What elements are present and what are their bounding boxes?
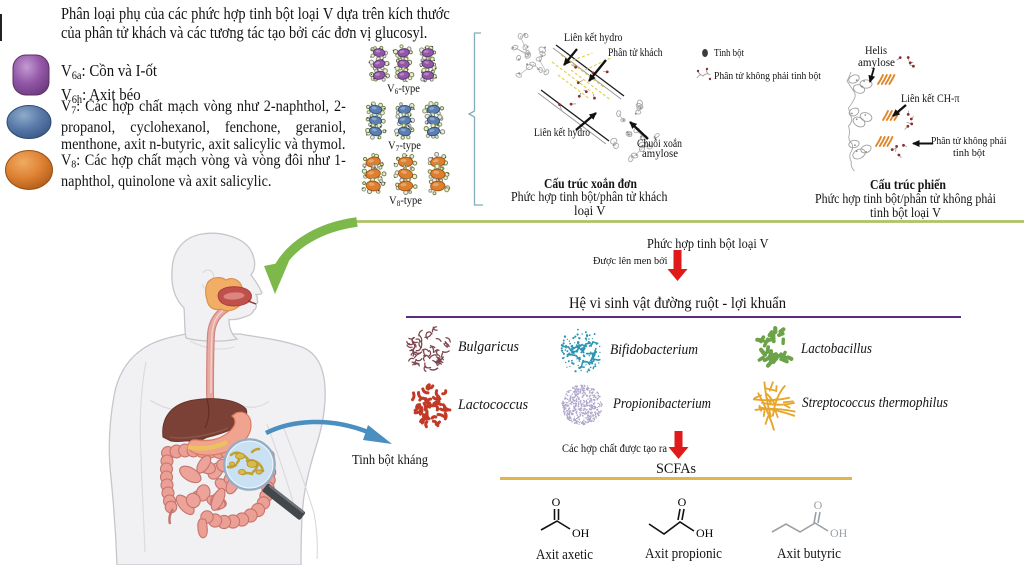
svg-text:OH: OH	[572, 526, 590, 540]
svg-text:O: O	[552, 495, 561, 509]
svg-text:OH: OH	[696, 526, 714, 540]
svg-text:OH: OH	[830, 526, 848, 540]
svg-text:O: O	[678, 495, 687, 509]
svg-text:O: O	[814, 498, 823, 512]
